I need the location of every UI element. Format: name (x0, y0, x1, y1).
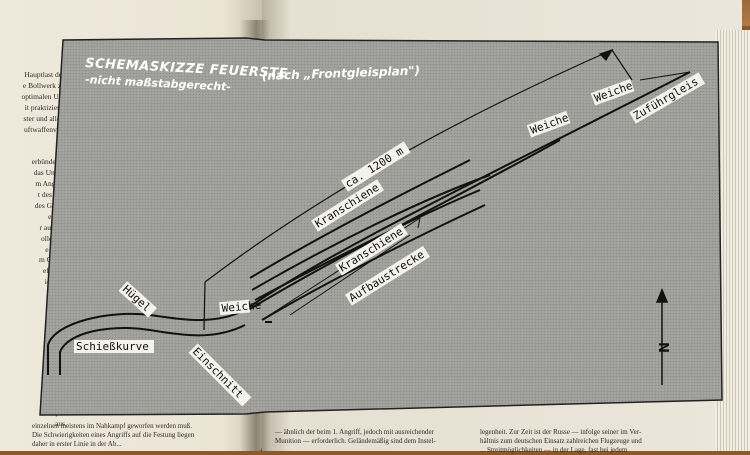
margin-line: optimalen Un- (21, 91, 65, 101)
margin-line: das Unter- (33, 168, 65, 178)
svg-text:Weiche: Weiche (221, 299, 262, 315)
north-arrow-icon (655, 288, 669, 385)
label-firing-curve: Schießkurve (74, 340, 154, 353)
bottom-right-line1: legenheit. Zur Zeit ist der Russe — info… (480, 428, 642, 436)
margin-line: erbündeten (31, 157, 65, 167)
margin-line: t des An- (37, 189, 65, 199)
margin-line: ster und aller- (23, 113, 66, 123)
diagram-title-part3: (nach „Frontgleisplan") (262, 63, 421, 83)
bottom-text-middle: — ähnlich der beim 1. Angriff, jedoch mi… (275, 428, 436, 446)
bottom-middle-line1: — ähnlich der beim 1. Angriff, jedoch mi… (275, 428, 434, 436)
margin-line: uftwaffenver- (24, 124, 65, 134)
margin-line: m Angriff (35, 179, 65, 189)
bottom-text-left: einzelnen meistens im Nahkampf geworfen … (32, 422, 194, 449)
diagram-panel (39, 37, 723, 416)
margin-line: des Gene- (34, 200, 65, 210)
crane-rail-track-3 (254, 189, 481, 301)
margin-line: e Bollwerk zu (22, 80, 65, 90)
bottom-right-line3: ... Streitmöglichkeiten — in der Lage, f… (480, 446, 628, 454)
margin-line: aus (55, 419, 65, 428)
bottom-text-right: legenheit. Zur Zeit ist der Russe — info… (480, 428, 642, 455)
bottom-left-line2: Die Schwierigkeiten eines Angriffs auf d… (32, 431, 195, 439)
margin-line: Hauptlast des (24, 70, 65, 79)
north-label: N (655, 342, 670, 353)
crane-rail-track-1 (249, 159, 471, 279)
curve-inner (59, 324, 246, 375)
bottom-left-line3: daher in erster Linie in der Ab... (32, 440, 122, 448)
margin-line: it praktizierte (24, 102, 65, 112)
bottom-right-line2: hältnis zum deutschen Einsatz zahlreiche… (480, 437, 642, 445)
crane-rail-track-2 (251, 174, 491, 291)
svg-text:Schießkurve: Schießkurve (76, 340, 149, 353)
label-switch-3: Weiche (219, 299, 262, 316)
bottom-left-line1: einzelnen meistens im Nahkampf geworfen … (32, 422, 192, 430)
bottom-middle-line2: Munition — erforderlich. Geländemäßig si… (275, 437, 436, 445)
